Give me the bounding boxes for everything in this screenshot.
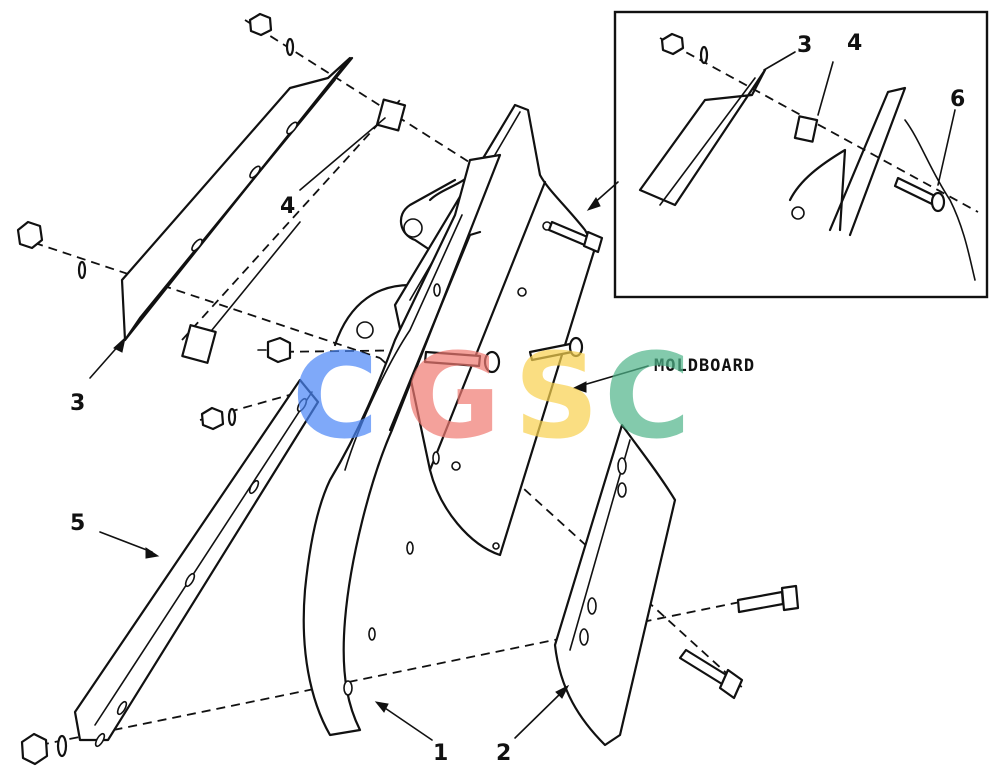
nut-middle xyxy=(257,336,292,364)
inset-bolt-head xyxy=(930,191,946,213)
nut-left xyxy=(16,220,44,250)
inset-frame xyxy=(613,10,989,299)
inset-lockwasher xyxy=(699,45,709,65)
lockwasher-left xyxy=(77,260,87,280)
callout-5: 5 xyxy=(70,511,85,536)
callout-3: 3 xyxy=(70,391,85,416)
part-5-strap xyxy=(73,378,320,748)
moldboard-label: MOLDBOARD xyxy=(654,356,755,376)
inset-bolt xyxy=(893,176,937,206)
part-3-plate xyxy=(120,56,354,342)
nut-top xyxy=(248,12,273,37)
inset-detail: 3 4 6 xyxy=(613,10,989,299)
bolt-lower-right-2 xyxy=(678,648,744,700)
nut-washer-left xyxy=(200,406,237,431)
part-1-blade xyxy=(302,153,502,737)
spacer-lower xyxy=(181,324,217,364)
bolt-middle xyxy=(423,350,501,374)
watermark-letter-g: G xyxy=(404,327,501,465)
callout-2: 2 xyxy=(496,741,511,766)
inset-callout-4: 4 xyxy=(847,31,862,56)
lockwasher-top xyxy=(285,37,295,57)
bolt-lower-right-1 xyxy=(736,584,800,614)
watermark-letter-c1: C xyxy=(292,327,379,465)
bolt-upper-right xyxy=(547,220,604,254)
spacer-upper xyxy=(375,98,407,132)
bolt-middle-right xyxy=(528,336,584,362)
inset-callout-6: 6 xyxy=(950,87,965,112)
callout-4: 4 xyxy=(280,194,295,219)
callout-1: 1 xyxy=(433,741,448,766)
inset-callout-3: 3 xyxy=(797,33,812,58)
part-2-share xyxy=(553,423,677,747)
watermark-letter-s: S xyxy=(514,327,599,465)
inset-nut xyxy=(660,32,685,56)
inset-spacer xyxy=(793,115,819,143)
watermark-letter-c2: C xyxy=(604,327,691,465)
watermark-cgsc: C G S C xyxy=(292,327,691,465)
inset-plate xyxy=(638,68,767,207)
nut-washer-bottom xyxy=(20,732,68,766)
